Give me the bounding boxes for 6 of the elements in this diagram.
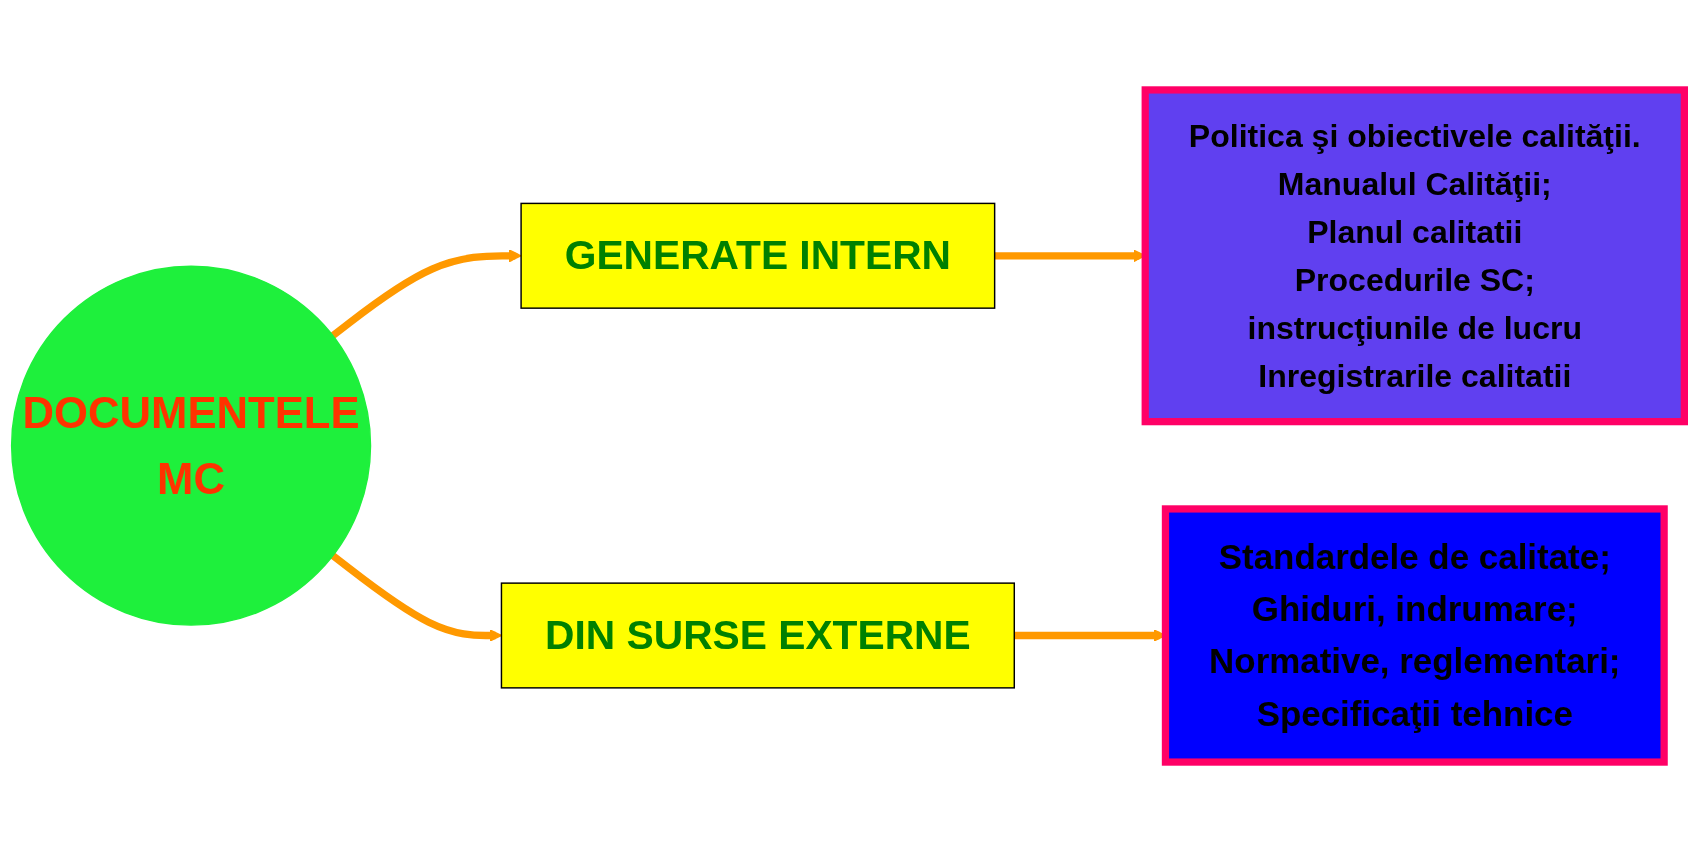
- node-box: DIN SURSE EXTERNE: [500, 582, 1015, 689]
- node-box: Standardele de calitate; Ghiduri, indrumare; Normative, reglementari; Specificaţii tehnice: [1161, 505, 1668, 766]
- node-circle: DOCUMENTELE MC: [10, 265, 372, 626]
- node-box: GENERATE INTERN: [520, 202, 996, 309]
- node-box: Politica şi obiectivele calităţii. Manualul Calităţii; Planul calitatii Procedurile SC; instrucţiunile de lucru Inregistrarile calitatii: [1141, 86, 1688, 426]
- arrow: [330, 249, 522, 339]
